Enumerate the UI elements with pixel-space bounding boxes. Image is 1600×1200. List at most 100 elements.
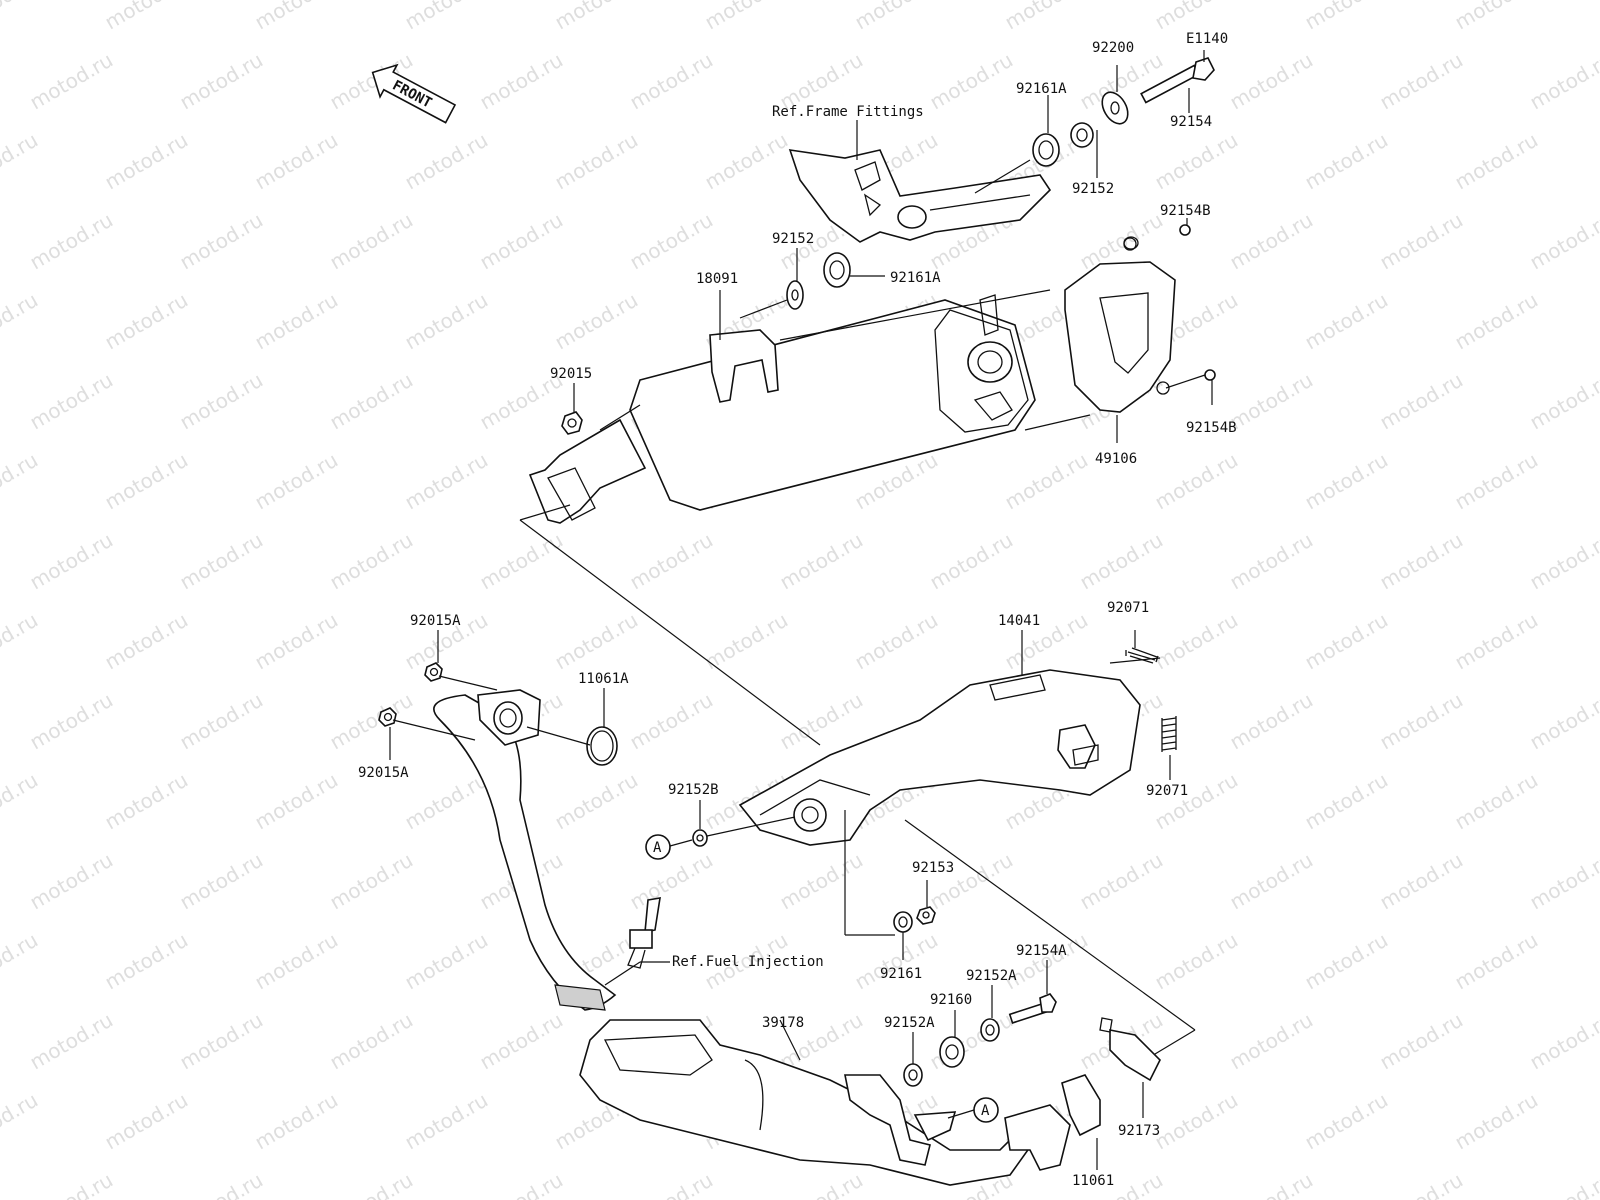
bolt-92153 (916, 906, 936, 925)
label-92071-bot: 92071 (1146, 783, 1188, 799)
watermark-text: motod.ru (626, 688, 717, 755)
watermark-text: motod.ru (0, 288, 42, 355)
watermark-text: motod.ru (851, 608, 942, 675)
watermark-text: motod.ru (1451, 0, 1542, 34)
label-92015a-top: 92015A (410, 613, 461, 629)
label-39178: 39178 (762, 1015, 804, 1031)
watermark-text: motod.ru (326, 368, 417, 435)
watermark-text: motod.ru (26, 1168, 117, 1200)
label-92161a-top: 92161A (1016, 81, 1067, 97)
watermark-text: motod.ru (1451, 768, 1542, 835)
watermark-text: motod.ru (776, 1168, 867, 1200)
watermark-text: motod.ru (101, 1088, 192, 1155)
collar-92152a-right (980, 1018, 1000, 1042)
label-92154b-top: 92154B (1160, 203, 1211, 219)
svg-text:A: A (981, 1103, 990, 1119)
watermark-text: motod.ru (1226, 1168, 1317, 1200)
washer-92152b (692, 829, 708, 847)
watermark-text: motod.ru (1226, 528, 1317, 595)
bolt-92154b-top (1179, 224, 1191, 236)
watermark-text: motod.ru (0, 128, 42, 195)
watermark-text: motod.ru (326, 528, 417, 595)
watermark-text: motod.ru (1376, 688, 1467, 755)
watermark-text: motod.ru (1076, 528, 1167, 595)
watermark-text: motod.ru (251, 0, 342, 34)
watermark-text: motod.ru (476, 48, 567, 115)
watermark-text: motod.ru (551, 768, 642, 835)
label-92152b: 92152B (668, 782, 719, 798)
watermark-text: motod.ru (1526, 1168, 1600, 1200)
watermark-text: motod.ru (401, 288, 492, 355)
watermark-text: motod.ru (251, 608, 342, 675)
label-92154a: 92154A (1016, 943, 1067, 959)
watermark-text: motod.ru (176, 1008, 267, 1075)
watermark-text: motod.ru (926, 528, 1017, 595)
watermark-text: motod.ru (776, 848, 867, 915)
watermark-text: motod.ru (476, 1168, 567, 1200)
watermark-text: motod.ru (326, 208, 417, 275)
watermark-text: motod.ru (251, 1088, 342, 1155)
watermark-text: motod.ru (326, 1008, 417, 1075)
label-14041: 14041 (998, 613, 1040, 629)
watermark-text: motod.ru (626, 528, 717, 595)
watermark-text: motod.ru (926, 1008, 1017, 1075)
watermark-text: motod.ru (0, 1088, 42, 1155)
bolt-92154-top (1140, 57, 1215, 104)
watermark-text: motod.ru (551, 128, 642, 195)
label-92200: 92200 (1092, 40, 1134, 56)
label-92160: 92160 (930, 992, 972, 1008)
watermark-text: motod.ru (0, 0, 42, 34)
watermark-text: motod.ru (251, 928, 342, 995)
watermark-text: motod.ru (551, 0, 642, 34)
watermark-text: motod.ru (176, 1168, 267, 1200)
label-92152a-right: 92152A (966, 968, 1017, 984)
watermark-text: motod.ru (1151, 768, 1242, 835)
watermark-text: motod.ru (1301, 768, 1392, 835)
watermark-text: motod.ru (251, 288, 342, 355)
watermark-text: motod.ru (101, 0, 192, 34)
watermark-text: motod.ru (1226, 208, 1317, 275)
nut-92015a-top (424, 662, 443, 682)
watermark-text: motod.ru (926, 848, 1017, 915)
watermark-text: motod.ru (26, 368, 117, 435)
clamp-92173 (1099, 1017, 1161, 1082)
watermark-text: motod.ru (401, 1088, 492, 1155)
watermark-text: motod.ru (401, 768, 492, 835)
watermark-text: motod.ru (1301, 0, 1392, 34)
watermark-text: motod.ru (26, 48, 117, 115)
watermark-text: motod.ru (701, 128, 792, 195)
watermark-text: motod.ru (1526, 48, 1600, 115)
o2-sensor (627, 897, 661, 969)
watermark-text: motod.ru (101, 608, 192, 675)
watermark-text: motod.ru (1001, 448, 1092, 515)
label-92152-mid: 92152 (772, 231, 814, 247)
watermark-text: motod.ru (176, 368, 267, 435)
label-18091: 18091 (696, 271, 738, 287)
collar-92152-mid (786, 280, 804, 310)
label-92015: 92015 (550, 366, 592, 382)
label-92153: 92153 (912, 860, 954, 876)
watermark-text: motod.ru (1226, 1008, 1317, 1075)
watermark-text: motod.ru (26, 208, 117, 275)
watermark-text: motod.ru (26, 688, 117, 755)
watermark-text: motod.ru (101, 448, 192, 515)
watermark-text: motod.ru (176, 528, 267, 595)
watermark-text: motod.ru (1301, 1088, 1392, 1155)
watermark-text: motod.ru (326, 848, 417, 915)
watermark-text: motod.ru (251, 448, 342, 515)
label-11061: 11061 (1072, 1173, 1114, 1189)
watermark-text: motod.ru (626, 1168, 717, 1200)
watermark-text: motod.ru (476, 208, 567, 275)
watermark-text: motod.ru (701, 0, 792, 34)
label-92154b-bot: 92154B (1186, 420, 1237, 436)
watermark-text: motod.ru (326, 688, 417, 755)
watermark-text: motod.ru (1076, 848, 1167, 915)
collar-92152-top (1070, 122, 1094, 148)
watermark-text: motod.ru (851, 928, 942, 995)
gasket-11061a (586, 726, 618, 766)
watermark-text: motod.ru (1301, 448, 1392, 515)
watermark-text: motod.ru (401, 0, 492, 34)
watermark-text: motod.ru (1151, 448, 1242, 515)
watermark-text: motod.ru (1301, 288, 1392, 355)
